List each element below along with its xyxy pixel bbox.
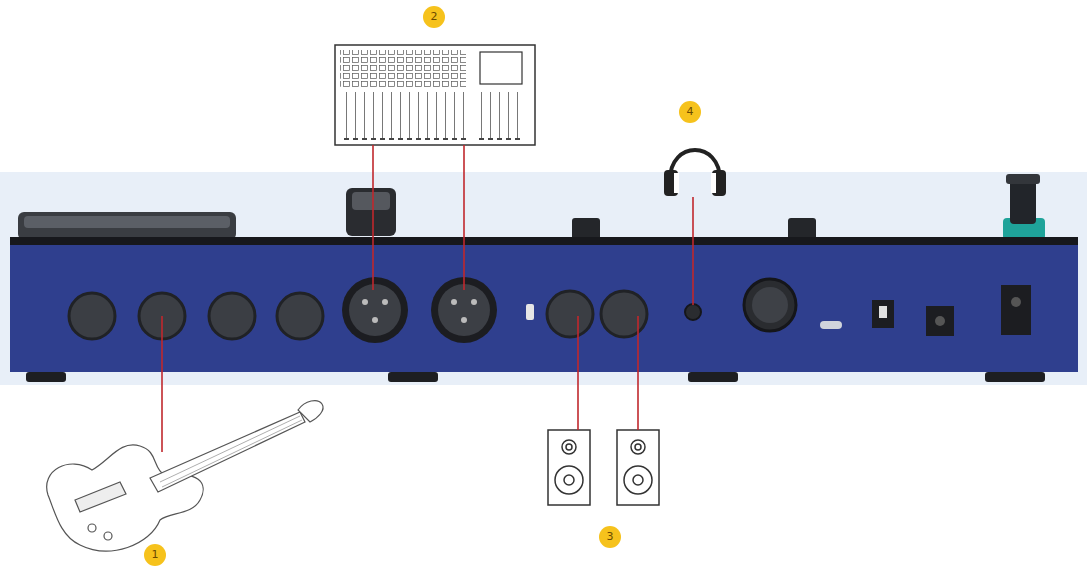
- callout-number: 1: [144, 544, 166, 566]
- callout-number: 2: [423, 6, 445, 28]
- callout-number: 4: [679, 101, 701, 123]
- callout-number: 3: [599, 526, 621, 548]
